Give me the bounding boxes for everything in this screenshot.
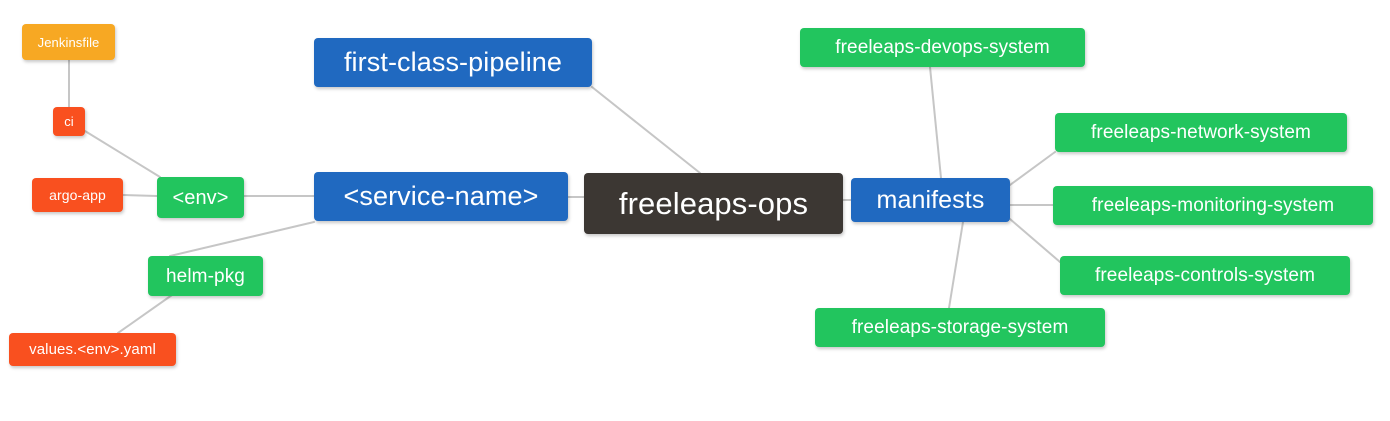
node-label: <service-name> <box>343 181 539 211</box>
node-freeleaps-storage-system[interactable]: freeleaps-storage-system <box>815 308 1105 347</box>
node-freeleaps-monitoring-system[interactable]: freeleaps-monitoring-system <box>1053 186 1373 225</box>
edge-manifests-to-freeleaps-devops-system <box>929 66 942 179</box>
node-env[interactable]: <env> <box>157 177 244 218</box>
node-ci[interactable]: ci <box>53 107 85 136</box>
node-label: Jenkinsfile <box>37 34 100 50</box>
node-label: helm-pkg <box>166 265 245 287</box>
edge-argo-app-to-env <box>122 194 158 197</box>
node-jenkinsfile[interactable]: Jenkinsfile <box>22 24 115 60</box>
node-helm-pkg[interactable]: helm-pkg <box>148 256 263 296</box>
edge-manifests-to-freeleaps-controls-system <box>1009 218 1061 263</box>
edge-manifests-to-freeleaps-network-system <box>1009 151 1056 186</box>
node-label: <env> <box>172 186 229 209</box>
node-first-class-pipeline[interactable]: first-class-pipeline <box>314 38 592 87</box>
edge-manifests-to-freeleaps-storage-system <box>948 221 964 309</box>
node-freeleaps-devops-system[interactable]: freeleaps-devops-system <box>800 28 1085 67</box>
node-freeleaps-controls-system[interactable]: freeleaps-controls-system <box>1060 256 1350 295</box>
edge-first-class-pipeline-to-freeleaps-ops <box>591 86 701 174</box>
node-manifests[interactable]: manifests <box>851 178 1010 222</box>
node-freeleaps-ops[interactable]: freeleaps-ops <box>584 173 843 234</box>
node-label: manifests <box>876 185 985 214</box>
edge-helm-pkg-to-service-name <box>169 221 315 257</box>
node-service-name[interactable]: <service-name> <box>314 172 568 221</box>
node-label: freeleaps-devops-system <box>835 37 1050 58</box>
edge-values-env-yaml-to-helm-pkg <box>117 294 173 334</box>
node-argo-app[interactable]: argo-app <box>32 178 123 212</box>
edge-ci-to-env <box>84 130 161 178</box>
node-values-env-yaml[interactable]: values.<env>.yaml <box>9 333 176 366</box>
node-label: freeleaps-monitoring-system <box>1091 195 1335 216</box>
node-label: values.<env>.yaml <box>29 341 156 358</box>
node-label: freeleaps-network-system <box>1091 122 1311 143</box>
node-label: freeleaps-controls-system <box>1094 265 1316 286</box>
node-label: ci <box>64 114 74 129</box>
node-freeleaps-network-system[interactable]: freeleaps-network-system <box>1055 113 1347 152</box>
node-label: freeleaps-storage-system <box>851 317 1069 338</box>
node-label: first-class-pipeline <box>343 47 563 77</box>
node-label: freeleaps-ops <box>618 186 809 221</box>
node-label: argo-app <box>49 187 106 203</box>
